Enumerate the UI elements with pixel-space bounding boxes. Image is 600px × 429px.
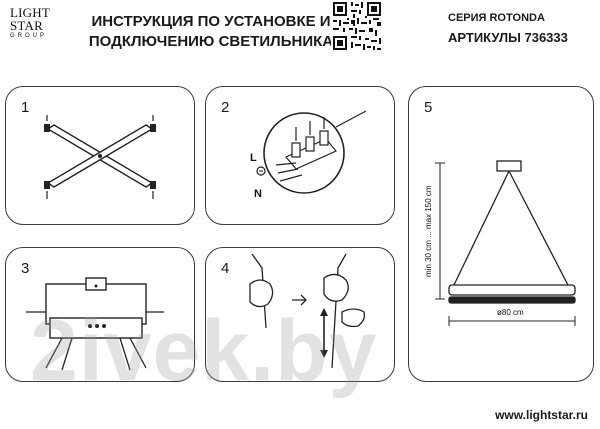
step-5-panel: 5 min 30 cm ... max 150 cm ø80 cm <box>408 86 594 382</box>
logo-line-2: STAR <box>10 18 43 33</box>
step-1-panel: 1 <box>5 86 195 225</box>
page-title: ИНСТРУКЦИЯ ПО УСТАНОВКЕ И ПОДКЛЮЧЕНИЮ СВ… <box>76 12 346 52</box>
cross-bracket-drawing <box>44 115 156 199</box>
article-label: АРТИКУЛЫ 736333 <box>448 30 568 45</box>
step-3-number: 3 <box>21 260 30 277</box>
step-4-number: 4 <box>221 260 230 277</box>
wire-l-label: L <box>250 152 257 164</box>
step-4-panel: 4 <box>205 247 395 382</box>
mounting-drawing <box>26 277 164 371</box>
step-5-number: 5 <box>424 99 433 116</box>
qr-code <box>331 0 383 52</box>
step-3-panel: 3 <box>5 247 195 382</box>
title-line-1: ИНСТРУКЦИЯ ПО УСТАНОВКЕ И <box>91 13 331 30</box>
logo-line-1: LIGHT <box>10 5 50 20</box>
series-label: СЕРИЯ ROTONDA <box>448 12 545 24</box>
height-dimension-label: min 30 cm ... max 150 cm <box>424 185 433 277</box>
logo-line-3: GROUP <box>10 33 48 39</box>
dimensions-drawing: min 30 cm ... max 150 cm ø80 cm <box>424 160 576 326</box>
step-2-number: 2 <box>221 99 230 116</box>
brand-logo: LIGHT STAR GROUP <box>10 6 62 50</box>
step-1-number: 1 <box>21 99 30 116</box>
website-link[interactable]: www.lightstar.ru <box>495 408 588 422</box>
cable-adjust-drawing <box>249 253 366 369</box>
wiring-drawing: L N <box>250 110 367 200</box>
step-2-panel: 2 L N <box>205 86 395 225</box>
diameter-dimension-label: ø80 cm <box>497 308 524 317</box>
title-line-2: ПОДКЛЮЧЕНИЮ СВЕТИЛЬНИКА <box>88 33 334 50</box>
wire-n-label: N <box>254 188 262 200</box>
